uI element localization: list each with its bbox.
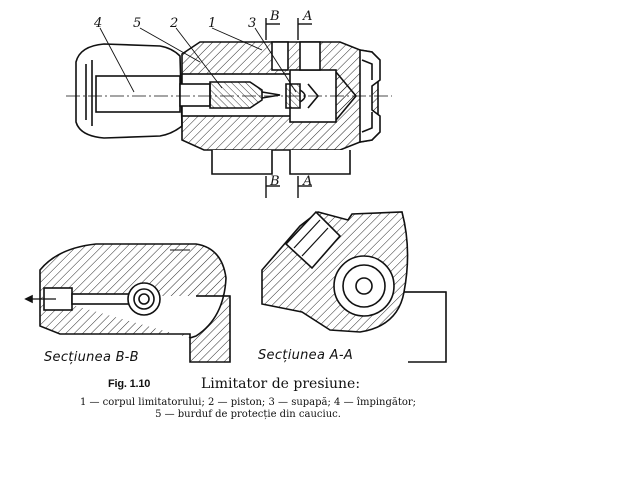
legend-line-1: 1 — corpul limitatorului; 2 — piston; 3 … xyxy=(79,397,417,408)
pusher xyxy=(95,75,181,113)
section-label-b-b: Secțiunea B-B xyxy=(44,350,139,365)
callout-3: 3 xyxy=(248,16,256,31)
legend-line-2: 5 — burduf de protecție din cauciuc. xyxy=(155,409,341,420)
callout-leaders xyxy=(99,27,297,93)
section-cut-marks xyxy=(265,18,312,198)
bottom-boss-left xyxy=(211,150,273,175)
section-a-a xyxy=(261,210,447,363)
mark-bottom-b: B xyxy=(269,174,280,189)
mark-bottom-a: A xyxy=(302,174,312,189)
callout-2: 2 xyxy=(169,16,178,31)
section-b-b xyxy=(24,243,231,363)
callout-4: 4 xyxy=(93,16,102,31)
longitudinal-section xyxy=(66,41,392,175)
callout-1: 1 xyxy=(208,16,216,31)
piston xyxy=(209,81,263,109)
callout-5: 5 xyxy=(133,16,141,31)
bottom-boss-right xyxy=(289,150,351,175)
section-label-a-a: Secțiunea A-A xyxy=(258,348,354,363)
figure-number: Fig. 1.10 xyxy=(108,378,151,390)
mark-top-b: B xyxy=(269,9,280,24)
figure-title: Limitator de presiune: xyxy=(201,376,361,392)
mark-top-a: A xyxy=(302,9,312,24)
